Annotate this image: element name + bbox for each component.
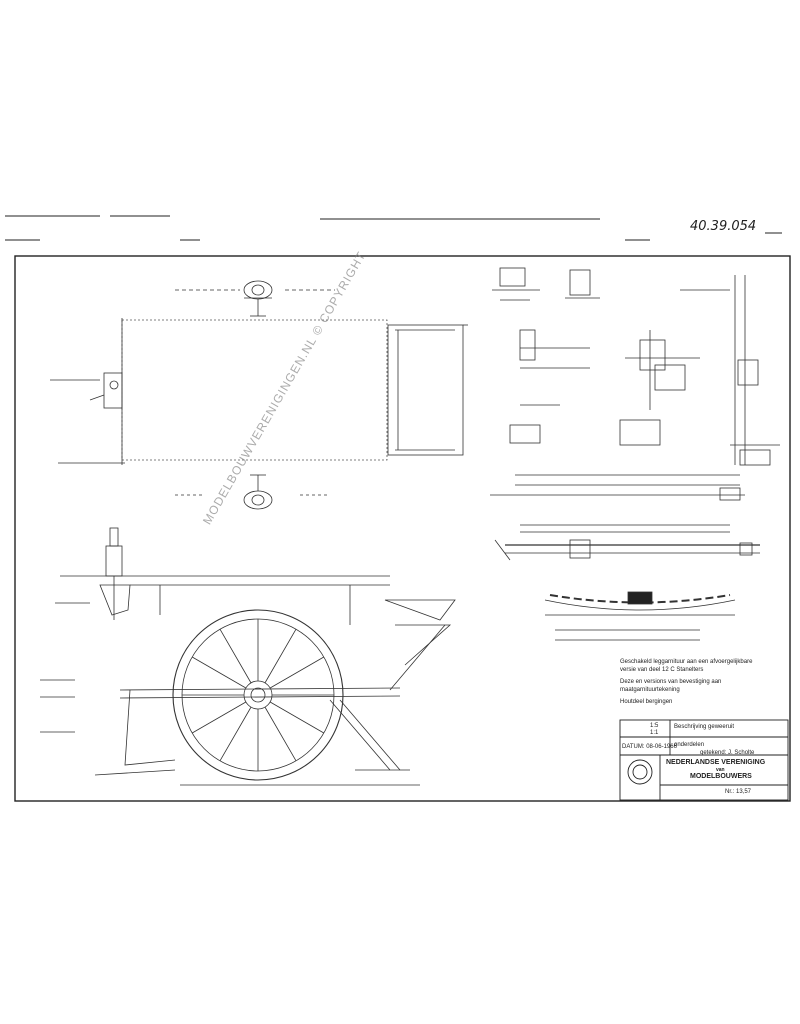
wheel-spoke <box>264 706 297 762</box>
title-block-frame <box>619 719 789 801</box>
sheet-border <box>14 255 791 802</box>
notes-line-5: Houtdeel bergingen <box>620 699 673 705</box>
title-date: DATUM: 08-06-1966 <box>622 744 677 750</box>
org-name-3: MODELBOUWERS <box>690 773 752 780</box>
notes-line-2: versie van deel 12 C Stanelters <box>620 667 704 673</box>
wheel-spoke <box>269 701 325 734</box>
title-subject-1: Beschrijving geweeruit <box>674 724 735 730</box>
title-number: Nr.: 13,57 <box>725 789 752 795</box>
wheel-spoke <box>219 706 252 762</box>
wheel-spoke <box>191 656 247 689</box>
wheel-spoke <box>191 701 247 734</box>
title-subject-2: onderdelen <box>674 742 705 748</box>
wheel-spoke <box>264 628 297 684</box>
wheel-spokes <box>182 619 334 771</box>
notes-line-4: maatgarnituurtekening <box>620 687 680 693</box>
title-scale-2: 1:1 <box>650 730 659 736</box>
title-scale-1: 1:5 <box>650 723 659 729</box>
drawing-number: 40.39.054 <box>690 219 757 234</box>
wheel-spoke <box>219 628 252 684</box>
rod-details <box>490 474 760 641</box>
org-name-2: van <box>716 767 725 773</box>
wheel-spoke <box>269 656 325 689</box>
side-view <box>40 527 456 786</box>
notes-line-1: Geschakeld leggarnituur aan een afvoerge… <box>620 659 753 665</box>
detail-views <box>492 267 780 466</box>
notes-line-3: Deze en versions van bevestiging aan <box>620 679 722 685</box>
top-view <box>50 280 468 510</box>
title-drawn-by: getekend: J. Scholte <box>700 750 755 756</box>
org-name-1: NEDERLANDSE VERENIGING <box>666 759 766 766</box>
